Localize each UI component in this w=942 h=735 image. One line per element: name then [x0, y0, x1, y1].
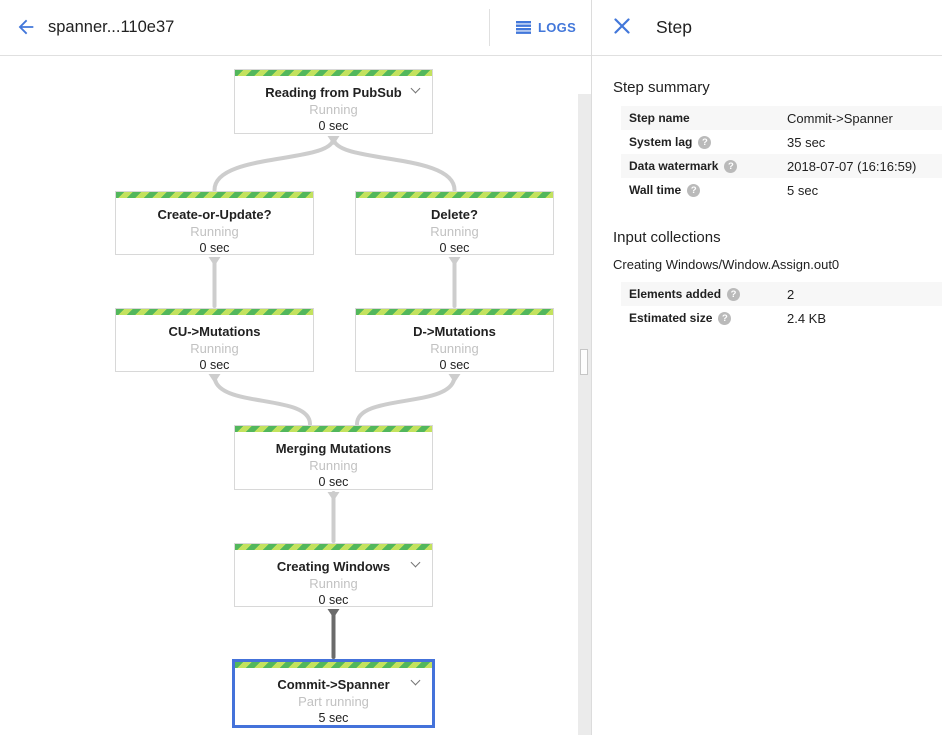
- row-value: 35 sec: [787, 134, 826, 150]
- node-time: 0 sec: [199, 241, 230, 255]
- close-button[interactable]: [609, 15, 635, 41]
- graph-node-delete[interactable]: Delete? Running 0 sec: [355, 191, 554, 255]
- row-label: Wall time?: [629, 183, 787, 197]
- row-label: Elements added?: [629, 287, 787, 301]
- node-time: 0 sec: [318, 475, 349, 489]
- table-row: Step name Commit->Spanner: [621, 106, 942, 130]
- help-icon[interactable]: ?: [718, 311, 732, 325]
- node-title: Delete?: [431, 207, 478, 222]
- row-label: Estimated size?: [629, 311, 787, 325]
- row-label: Step name: [629, 111, 787, 125]
- node-status: Running: [309, 576, 358, 591]
- node-status: Running: [309, 458, 358, 473]
- node-status: Running: [190, 341, 239, 356]
- arrow-left-icon: [18, 19, 34, 34]
- input-collection-name: Creating Windows/Window.Assign.out0: [613, 257, 840, 272]
- node-title: Creating Windows: [276, 559, 391, 574]
- header-divider: [489, 9, 490, 46]
- table-row: Data watermark?2018-07-07 (16:16:59): [621, 154, 942, 178]
- row-value: Commit->Spanner: [787, 110, 893, 126]
- node-title: D->Mutations: [413, 324, 496, 339]
- logs-list-icon: [516, 21, 531, 34]
- panel-header: Step: [592, 0, 942, 56]
- running-stripe-indicator: [235, 426, 432, 432]
- running-stripe-indicator: [235, 662, 432, 668]
- graph-scrollbar[interactable]: [578, 94, 591, 735]
- node-time: 0 sec: [318, 119, 349, 133]
- row-label: Data watermark?: [629, 159, 787, 173]
- node-status: Running: [430, 224, 479, 239]
- row-label-text: Estimated size: [629, 311, 713, 325]
- node-title: Reading from PubSub: [265, 85, 402, 100]
- node-status: Running: [190, 224, 239, 239]
- node-title: CU->Mutations: [168, 324, 261, 339]
- node-status: Running: [309, 102, 358, 117]
- row-value: 2.4 KB: [787, 310, 827, 326]
- back-button[interactable]: [12, 14, 40, 42]
- node-status: Running: [430, 341, 479, 356]
- row-value: 2: [787, 286, 795, 302]
- running-stripe-indicator: [356, 192, 553, 198]
- graph-scrollbar-thumb[interactable]: [580, 349, 588, 375]
- row-label-text: System lag: [629, 135, 693, 149]
- table-row: Elements added?2: [621, 282, 942, 306]
- row-label-text: Data watermark: [629, 159, 719, 173]
- step-details-panel: Step Step summary Step name Commit->Spann…: [591, 0, 942, 735]
- help-icon[interactable]: ?: [687, 183, 701, 197]
- table-row: Wall time?5 sec: [621, 178, 942, 202]
- node-time: 0 sec: [318, 593, 349, 607]
- running-stripe-indicator: [235, 70, 432, 76]
- close-icon: [614, 18, 630, 34]
- graph-edges: [208, 136, 461, 659]
- node-time: 0 sec: [199, 358, 230, 372]
- node-title: Merging Mutations: [275, 441, 392, 456]
- row-label-text: Step name: [629, 111, 690, 125]
- row-value: 5 sec: [787, 182, 819, 198]
- row-label: System lag?: [629, 135, 787, 149]
- running-stripe-indicator: [116, 192, 313, 198]
- input-collections-heading: Input collections: [613, 229, 721, 246]
- node-time: 5 sec: [318, 711, 349, 725]
- help-icon[interactable]: ?: [727, 287, 741, 301]
- node-title: Commit->Spanner: [277, 677, 390, 692]
- panel-title: Step: [656, 17, 692, 37]
- row-label-text: Wall time: [629, 183, 682, 197]
- help-icon[interactable]: ?: [724, 159, 738, 173]
- step-summary-heading: Step summary: [613, 79, 710, 96]
- row-value: 2018-07-07 (16:16:59): [787, 158, 917, 174]
- graph-node-create-or-update[interactable]: Create-or-Update? Running 0 sec: [115, 191, 314, 255]
- row-label-text: Elements added: [629, 287, 722, 301]
- node-time: 0 sec: [439, 358, 470, 372]
- running-stripe-indicator: [356, 309, 553, 315]
- running-stripe-indicator: [116, 309, 313, 315]
- help-icon[interactable]: ?: [698, 135, 712, 149]
- node-status: Part running: [298, 694, 369, 709]
- running-stripe-indicator: [235, 544, 432, 550]
- table-row: Estimated size?2.4 KB: [621, 306, 942, 330]
- logs-button[interactable]: LOGS: [506, 12, 586, 43]
- node-time: 0 sec: [439, 241, 470, 255]
- logs-button-label: LOGS: [538, 20, 577, 35]
- table-row: System lag?35 sec: [621, 130, 942, 154]
- page-title: spanner...110e37: [48, 18, 175, 36]
- graph-header: spanner...110e37 LOGS: [0, 0, 592, 56]
- node-title: Create-or-Update?: [157, 207, 272, 222]
